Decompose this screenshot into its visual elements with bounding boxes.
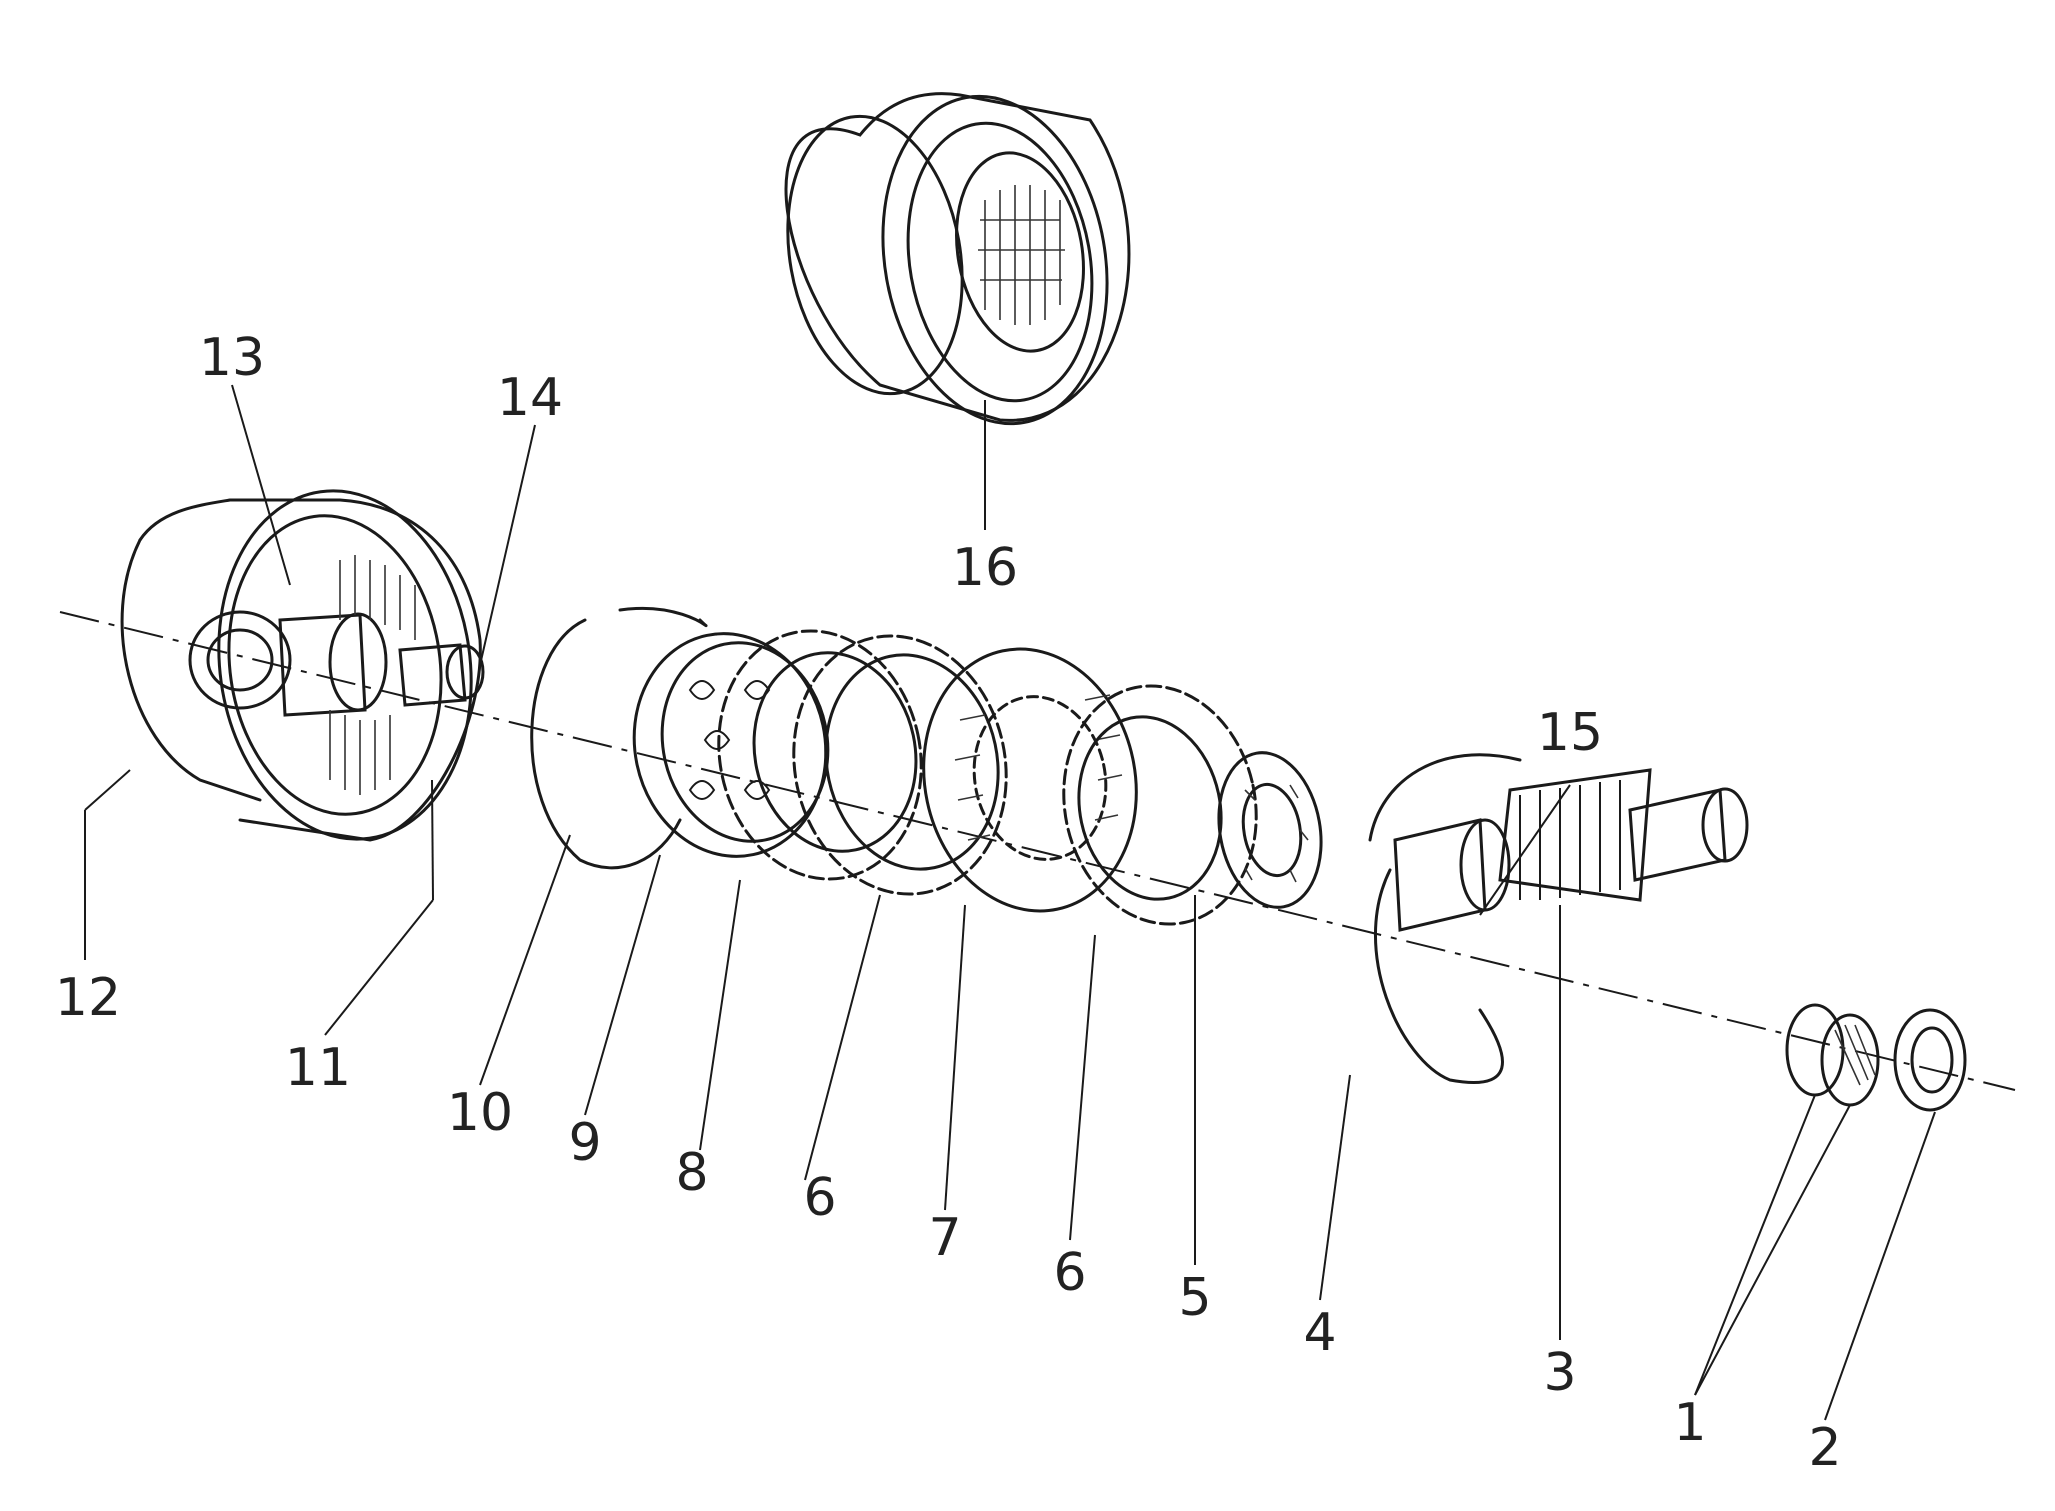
callout-7: 7 bbox=[928, 1208, 961, 1268]
callout-4: 4 bbox=[1303, 1303, 1336, 1363]
callout-14: 14 bbox=[497, 368, 563, 428]
part-12-drum-housing bbox=[120, 489, 485, 842]
callout-6-second: 6 bbox=[1053, 1243, 1086, 1303]
part-7-friction-disc bbox=[922, 647, 1138, 913]
part-9-pressure-plate bbox=[632, 632, 830, 858]
callout-2: 2 bbox=[1808, 1418, 1841, 1478]
part-16-clutch-assembly bbox=[784, 92, 1131, 426]
part-4-snap-ring bbox=[1368, 753, 1522, 1084]
part-3-gear-hub bbox=[1498, 768, 1749, 902]
callout-5: 5 bbox=[1178, 1268, 1211, 1328]
callout-12: 12 bbox=[55, 968, 121, 1028]
callout-10: 10 bbox=[447, 1083, 513, 1143]
part-2-washer bbox=[1893, 1008, 1967, 1112]
part-15-spacer bbox=[1393, 818, 1511, 932]
callout-1: 1 bbox=[1673, 1393, 1706, 1453]
callout-11: 11 bbox=[285, 1038, 351, 1098]
callout-16: 16 bbox=[952, 538, 1018, 598]
callout-9: 9 bbox=[568, 1113, 601, 1173]
part-8-steel-plate bbox=[717, 629, 923, 881]
center-axis bbox=[59, 611, 2016, 1091]
callout-6-first: 6 bbox=[803, 1168, 836, 1228]
part-1-end-bearing bbox=[1785, 1003, 1880, 1107]
callout-8: 8 bbox=[675, 1143, 708, 1203]
part-10-snap-ring bbox=[530, 607, 708, 870]
leader-lines bbox=[84, 384, 1936, 1421]
callout-3: 3 bbox=[1543, 1343, 1576, 1403]
part-5-thrust-bearing bbox=[1217, 751, 1323, 909]
callout-numbers: 1 2 3 4 5 6 6 7 8 9 10 11 12 13 14 15 16 bbox=[55, 328, 1842, 1478]
callout-13: 13 bbox=[199, 328, 265, 388]
part-6-steel-plate-first bbox=[792, 634, 1008, 896]
callout-15: 15 bbox=[1537, 703, 1603, 763]
part-6-steel-plate-second bbox=[1062, 684, 1258, 926]
